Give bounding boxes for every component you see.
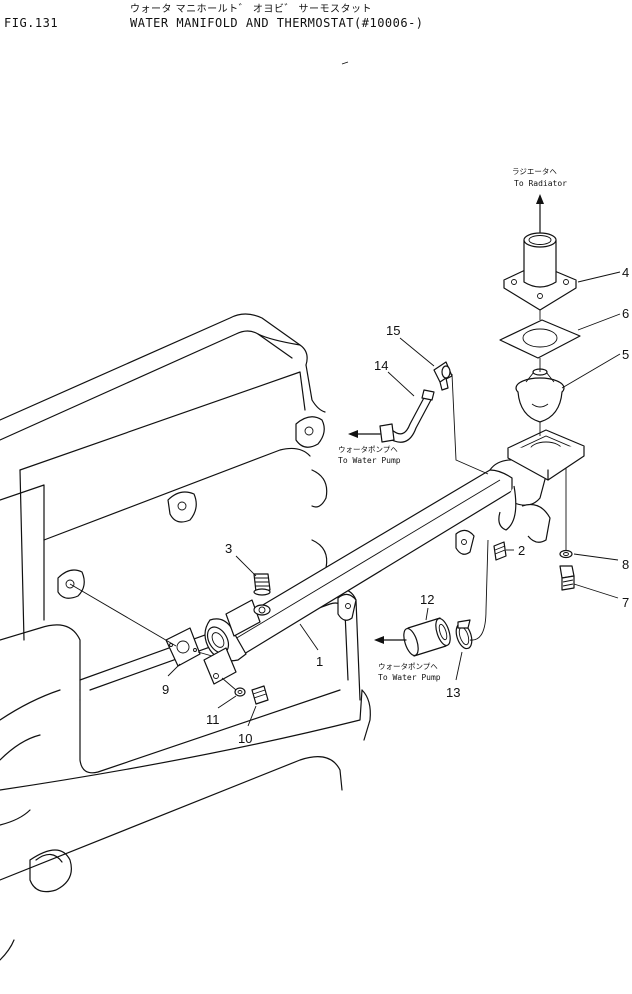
callout-3: 3	[225, 541, 232, 556]
callout-7: 7	[622, 595, 629, 610]
callout-11: 11	[206, 712, 220, 727]
connection-lines	[69, 194, 567, 691]
callout-10: 10	[238, 731, 252, 746]
thermostat-part-5	[515, 368, 565, 423]
callout-2: 2	[518, 543, 525, 558]
clamp-part-13	[455, 619, 473, 650]
callout-4: 4	[622, 265, 629, 280]
callout-1: 1	[316, 654, 323, 669]
gasket-part-6	[499, 319, 581, 359]
callout-14: 14	[374, 358, 388, 373]
washer-part-8	[559, 549, 573, 559]
note-pump-2-jp: ウォータポンプヘ	[378, 662, 438, 671]
figure-number: FIG.131	[4, 16, 59, 30]
title-english: WATER MANIFOLD AND THERMOSTAT(#10006-)	[130, 16, 424, 30]
thermostat-cover-part-4	[503, 232, 577, 311]
flange-gasket-part-9	[165, 627, 201, 667]
plug-part-2	[493, 541, 507, 561]
callout-12: 12	[420, 592, 434, 607]
callout-8: 8	[622, 557, 629, 572]
callout-15: 15	[386, 323, 400, 338]
callout-leaders	[167, 271, 621, 727]
washer-part-11	[234, 687, 246, 697]
callout-9: 9	[162, 682, 169, 697]
callout-5: 5	[622, 347, 629, 362]
note-pump-1-en: To Water Pump	[338, 456, 401, 465]
note-pump-2-en: To Water Pump	[378, 673, 441, 682]
bolt-part-10	[251, 685, 269, 705]
callout-13: 13	[446, 685, 460, 700]
note-radiator-en: To Radiator	[514, 179, 567, 188]
tube-part-14	[379, 389, 435, 443]
elbow-part-15	[433, 361, 453, 391]
callout-6: 6	[622, 306, 629, 321]
title-japanese: ウォータ マニホールト゛ オヨビ゛ サーモスタット	[130, 4, 373, 15]
hose-part-12	[403, 617, 451, 657]
water-manifold-pipe	[203, 429, 585, 685]
plug-part-3	[253, 573, 271, 596]
note-pump-1-jp: ウォータポンプヘ	[338, 445, 398, 454]
note-radiator-jp: ラジエータヘ	[512, 167, 557, 176]
bolt-part-7	[559, 565, 575, 591]
